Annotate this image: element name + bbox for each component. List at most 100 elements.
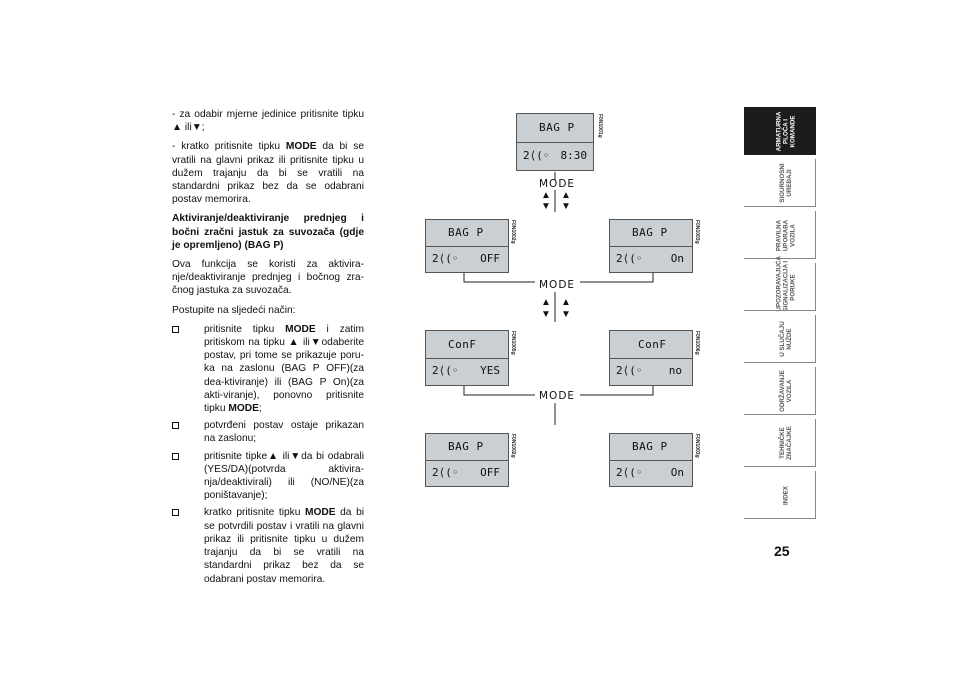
figure-code: F0N1003g bbox=[694, 434, 700, 458]
seat-airbag-icon: 2⟨(◦ bbox=[523, 149, 550, 162]
intro-line-2: - kratko pritisnite tipku MODE da bi se … bbox=[172, 140, 364, 206]
intro-line-2-post: da bi se vratili na glavni prikaz ili pr… bbox=[172, 141, 364, 206]
chapter-tab[interactable]: TEHNIČKE ZNAČAJKE bbox=[744, 419, 816, 467]
chapter-tab-label: U SLUČAJU NUŽDE bbox=[779, 321, 793, 357]
lcd-value: no bbox=[668, 364, 682, 377]
lcd-line-1: BAG P bbox=[610, 434, 692, 461]
lcd-display-bag-off-confirmed: BAG P 2⟨(◦ OFF bbox=[425, 433, 509, 487]
down-arrow-icon: ▼ bbox=[541, 201, 551, 212]
lcd-display-conf-no: ConF 2⟨(◦ no bbox=[609, 330, 693, 386]
step-item: potvrđeni postav ostaje prikazan na zasl… bbox=[172, 419, 364, 445]
figure-code: F0N1003g bbox=[694, 220, 700, 244]
intro-line-1: - za odabir mjerne jedinice pritisnite t… bbox=[172, 109, 364, 134]
lcd-value: YES bbox=[480, 364, 500, 377]
steps-list: pritisnite tipku MODE i zatim pritiskom … bbox=[172, 323, 364, 586]
chapter-tab[interactable]: INDEX bbox=[744, 471, 816, 519]
lcd-value: OFF bbox=[480, 252, 500, 265]
lcd-line-1: BAG P bbox=[517, 114, 593, 143]
down-arrow-icon: ▼ bbox=[561, 201, 571, 212]
step-text-pre: pritisnite tipku bbox=[204, 323, 286, 335]
step-text-post: da bi se potvrdili postav i vratili na g… bbox=[204, 507, 364, 585]
lcd-value: On bbox=[670, 252, 684, 265]
checkbox-bullet-icon bbox=[172, 509, 179, 517]
chapter-tab[interactable]: ARMATURNA PLOČA I KOMANDE bbox=[744, 107, 816, 155]
step-item: pritisnite tipke▲ ili▼da bi odabrali (YE… bbox=[172, 450, 364, 503]
lcd-line-1: ConF bbox=[426, 331, 508, 359]
chapter-tab[interactable]: PRAVILNA UPORABA VOZILA bbox=[744, 211, 816, 259]
seat-airbag-icon: 2⟨(◦ bbox=[432, 364, 459, 377]
lcd-line-2: 2⟨(◦ OFF bbox=[426, 459, 508, 486]
figure-code: F0N1005g bbox=[510, 331, 516, 355]
up-arrow-icon: ▲ bbox=[561, 297, 571, 308]
chapter-tab-label: ARMATURNA PLOČA I KOMANDE bbox=[775, 111, 797, 151]
chapter-tab[interactable]: ODRŽAVANJE VOZILA bbox=[744, 367, 816, 415]
checkbox-bullet-icon bbox=[172, 422, 179, 430]
chapter-tab[interactable]: UPOZORAVAJUĆA SIGNALIZACIJA I PORUKE bbox=[744, 255, 816, 311]
step-item: pritisnite tipku MODE i zatim pritiskom … bbox=[172, 323, 364, 415]
figure-code: F0N1002g bbox=[510, 434, 516, 458]
lcd-value: OFF bbox=[480, 466, 500, 479]
chapter-tab-label: PRAVILNA UPORABA VOZILA bbox=[775, 219, 797, 251]
seat-airbag-icon: 2⟨(◦ bbox=[616, 252, 643, 265]
step-text-pre: potvrđeni postav ostaje prikazan na zasl… bbox=[204, 420, 364, 445]
lcd-line-2: 2⟨(◦ 8:30 bbox=[517, 141, 593, 170]
checkbox-bullet-icon bbox=[172, 452, 179, 460]
lcd-line-2: 2⟨(◦ no bbox=[610, 357, 692, 385]
step-text-post2: ; bbox=[258, 403, 262, 415]
up-arrow-icon: ▲ bbox=[541, 190, 551, 201]
lcd-value: On bbox=[670, 466, 684, 479]
checkbox-bullet-icon bbox=[172, 325, 179, 333]
procedure-intro: Postupite na sljedeći način: bbox=[172, 304, 296, 316]
chapter-tab-label: TEHNIČKE ZNAČAJKE bbox=[779, 426, 793, 460]
mode-label: MODE bbox=[539, 178, 576, 190]
lcd-line-2: 2⟨(◦ OFF bbox=[426, 245, 508, 272]
chapter-tab-label: UPOZORAVAJUĆA SIGNALIZACIJA I PORUKE bbox=[775, 255, 797, 311]
intro-line-2-bold: MODE bbox=[285, 141, 317, 153]
lcd-display-conf-yes: ConF 2⟨(◦ YES bbox=[425, 330, 509, 386]
lcd-display-top: BAG P 2⟨(◦ 8:30 bbox=[516, 113, 594, 171]
seat-airbag-icon: 2⟨(◦ bbox=[432, 252, 459, 265]
step-item: kratko pritisnite tipku MODE da bi se po… bbox=[172, 506, 364, 585]
seat-airbag-icon: 2⟨(◦ bbox=[432, 466, 459, 479]
lcd-line-2: 2⟨(◦ YES bbox=[426, 357, 508, 385]
lcd-value: 8:30 bbox=[560, 149, 588, 162]
down-arrow-icon: ▼ bbox=[541, 309, 551, 320]
seat-airbag-icon: 2⟨(◦ bbox=[616, 364, 643, 377]
figure-code: F0N1001g bbox=[597, 114, 603, 138]
lcd-line-1: ConF bbox=[610, 331, 692, 359]
text-column: - za odabir mjerne jedinice pritisnite t… bbox=[172, 108, 364, 590]
lcd-line-1: BAG P bbox=[426, 434, 508, 461]
seat-airbag-icon: 2⟨(◦ bbox=[616, 466, 643, 479]
step-text-bold2: MODE bbox=[228, 403, 259, 415]
chapter-tab[interactable]: U SLUČAJU NUŽDE bbox=[744, 315, 816, 363]
lcd-display-bag-on-confirmed: BAG P 2⟨(◦ On bbox=[609, 433, 693, 487]
section-heading: Aktiviranje/deaktiviranje prednjeg i boč… bbox=[172, 213, 364, 251]
chapter-tab-label: INDEX bbox=[782, 485, 790, 505]
up-arrow-icon: ▲ bbox=[561, 190, 571, 201]
lcd-line-2: 2⟨(◦ On bbox=[610, 459, 692, 486]
step-text-pre: pritisnite tipke▲ ili▼da bi odabrali (YE… bbox=[204, 450, 364, 502]
chapter-tab-label: ODRŽAVANJE VOZILA bbox=[779, 370, 793, 412]
step-text-bold: MODE bbox=[285, 323, 316, 335]
lcd-line-2: 2⟨(◦ On bbox=[610, 245, 692, 272]
down-arrow-icon: ▼ bbox=[561, 309, 571, 320]
chapter-tab[interactable]: SIGURNOSNI UREĐAJI bbox=[744, 159, 816, 207]
lcd-display-bag-off: BAG P 2⟨(◦ OFF bbox=[425, 219, 509, 273]
chapter-tab-label: SIGURNOSNI UREĐAJI bbox=[779, 163, 793, 203]
lcd-line-1: BAG P bbox=[426, 220, 508, 247]
mode-label: MODE bbox=[539, 390, 576, 402]
step-text-post: i zatim pritiskom na tipku ▲ ili▼odaberi… bbox=[204, 323, 364, 415]
page-number: 25 bbox=[774, 543, 790, 559]
section-body: Ova funkcija se koristi za aktivira-nje/… bbox=[172, 259, 364, 297]
intro-line-2-pre: - kratko pritisnite tipku bbox=[172, 141, 286, 153]
up-arrow-icon: ▲ bbox=[541, 297, 551, 308]
lcd-line-1: BAG P bbox=[610, 220, 692, 247]
step-text-pre: kratko pritisnite tipku bbox=[204, 507, 305, 519]
lcd-display-bag-on: BAG P 2⟨(◦ On bbox=[609, 219, 693, 273]
figure-code: F0N1002g bbox=[510, 220, 516, 244]
mode-label: MODE bbox=[539, 279, 576, 291]
step-text-bold: MODE bbox=[304, 507, 336, 519]
figure-code: F0N1006g bbox=[694, 331, 700, 355]
